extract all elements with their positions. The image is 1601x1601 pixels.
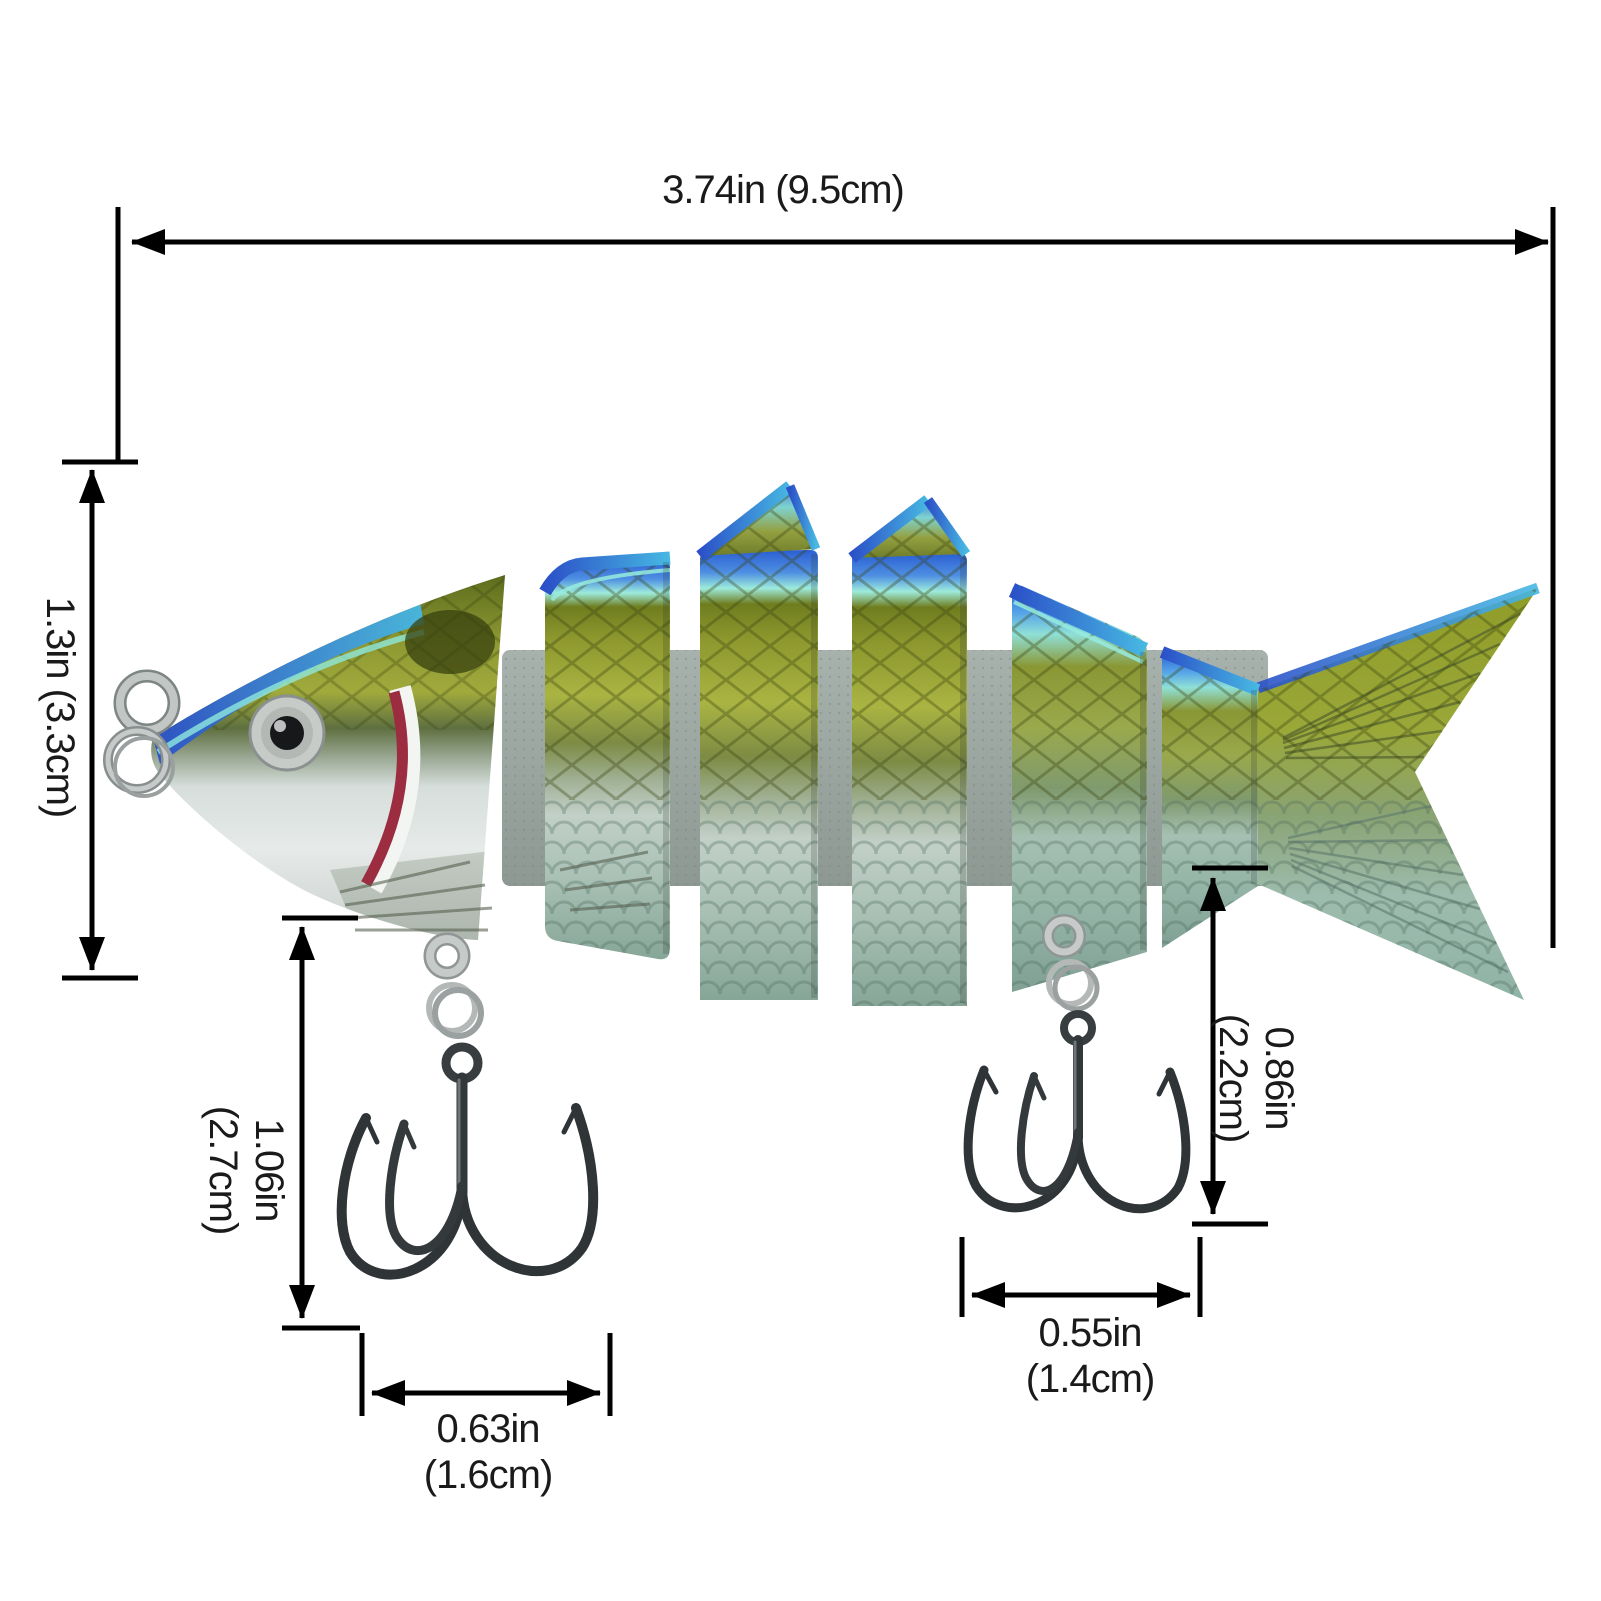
front-hook-drop-cm: (2.7cm) [201,1105,245,1235]
dimension-rear-hook-drop [1192,865,1268,1227]
front-hook-drop-inches: 1.06in [247,1118,291,1222]
front-hook-width-inches: 0.63in [436,1407,541,1451]
gill-red-stripe [361,690,408,887]
front-treble-hook [336,932,599,1280]
rear-treble-hook [963,914,1191,1214]
body-height-label: 1.3in (3.3cm) [38,596,82,818]
lure-illustration [103,481,1540,1280]
dimension-rear-hook-width [959,1237,1203,1317]
front-hook-width-label: 0.63in (1.6cm) [423,1406,554,1498]
front-hook-width-cm: (1.6cm) [423,1453,554,1497]
rear-hook-drop-cm: (2.2cm) [1211,1013,1255,1143]
rear-hook-width-cm: (1.4cm) [1025,1357,1156,1401]
lure-eye [248,694,326,772]
rear-hook-drop-label: 0.86in (2.2cm) [1210,1014,1302,1143]
rear-hook-drop-inches: 0.86in [1257,1026,1301,1130]
dimension-body-height [62,459,138,981]
nose-line-tie-rings [103,669,181,798]
dimension-front-hook-drop [282,915,360,1331]
gill-highlight [362,685,421,894]
front-hook-drop-label: 1.06in (2.7cm) [200,1106,292,1235]
dimension-front-hook-width [359,1333,613,1416]
rear-hook-width-inches: 0.55in [1038,1311,1143,1355]
overall-length-label: 3.74in (9.5cm) [662,168,905,212]
dimension-lines [62,207,1556,1416]
pectoral-fin-etching [339,850,653,932]
rear-hook-width-label: 0.55in (1.4cm) [1025,1310,1156,1402]
segment-blue-edges [539,481,1261,1003]
dimension-overall-length [115,207,1556,948]
